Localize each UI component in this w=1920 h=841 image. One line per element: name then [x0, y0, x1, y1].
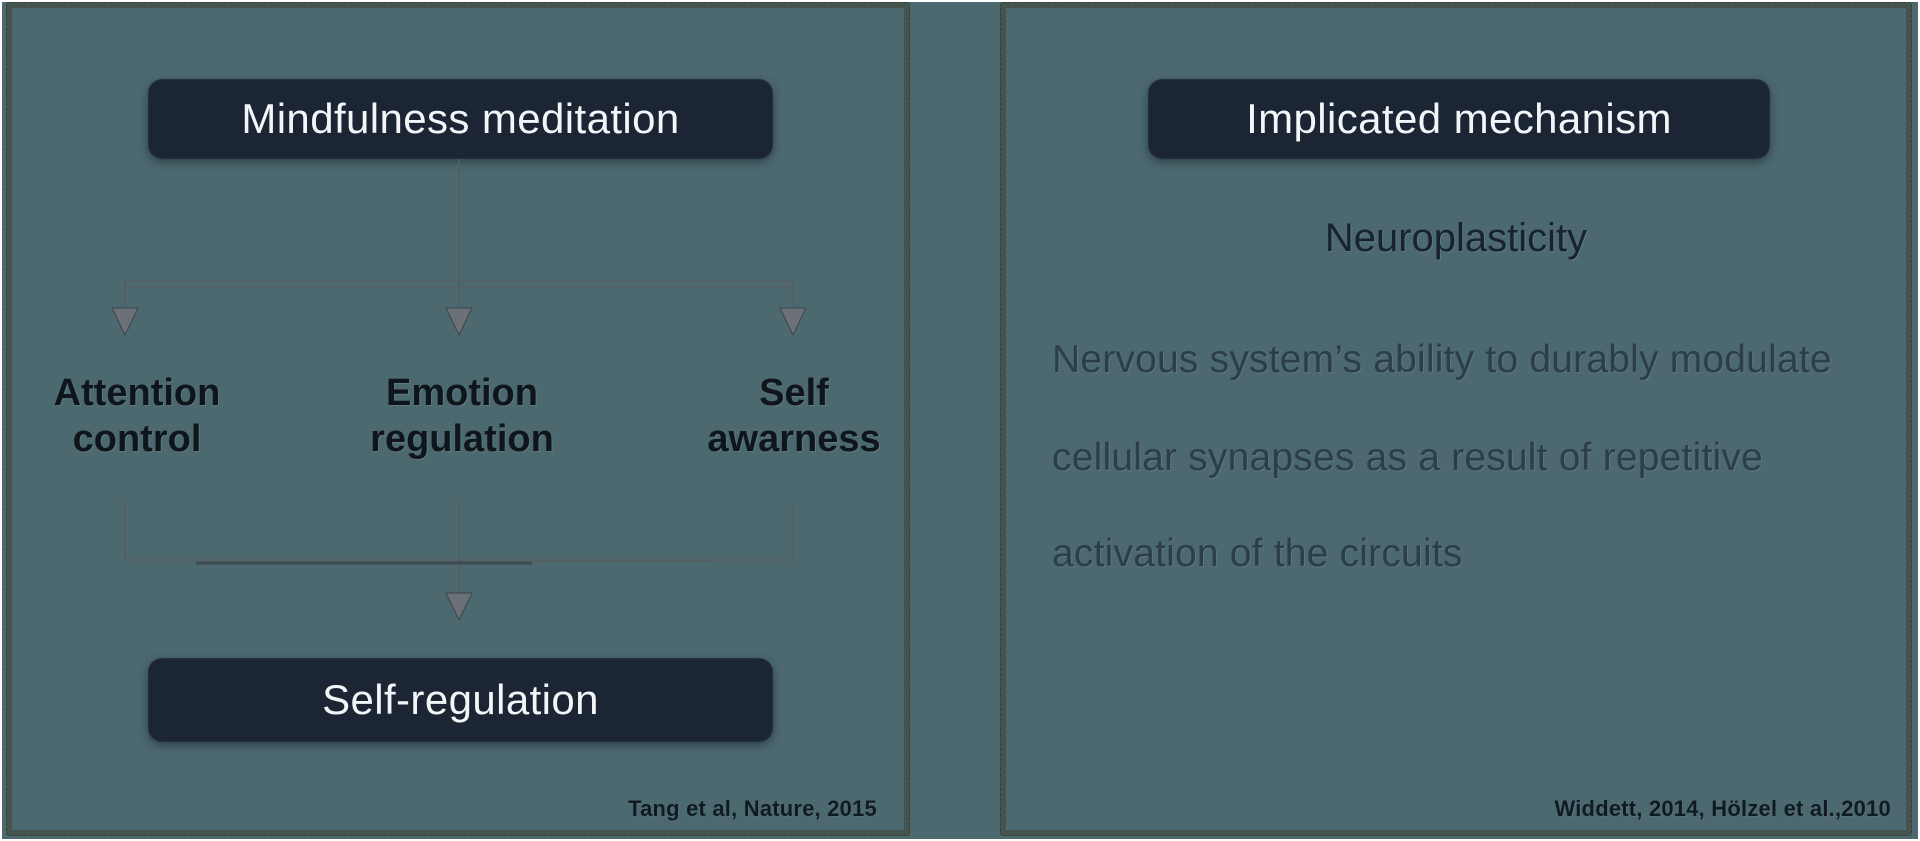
arrow-down-icon	[111, 307, 139, 337]
left-citation: Tang et al, Nature, 2015	[628, 796, 877, 821]
branch-label-line: Emotion	[386, 372, 538, 414]
implicated-mechanism-label: Implicated mechanism	[1246, 95, 1672, 142]
branch-emotion-regulation: Emotion regulation	[312, 370, 612, 462]
arrow-down-icon	[779, 307, 807, 337]
self-regulation-node: Self-regulation	[148, 658, 773, 742]
left-panel: Mindfulness meditation Attention control	[6, 2, 910, 836]
implicated-mechanism-node: Implicated mechanism	[1148, 79, 1770, 159]
branch-self-awareness: Self awarness	[644, 370, 944, 462]
neuroplasticity-heading: Neuroplasticity	[1324, 216, 1588, 260]
branch-label-line: regulation	[370, 418, 554, 460]
arrow-down-icon	[445, 307, 473, 337]
branch-attention-control: Attention control	[0, 370, 287, 462]
branch-label-line: awarness	[707, 418, 881, 460]
right-citation: Widdett, 2014, Hölzel et al.,2010	[1554, 796, 1891, 821]
description-line: cellular synapses as a result of repetit…	[1052, 436, 1763, 479]
description-line: Nervous system’s ability to durably modu…	[1052, 338, 1832, 381]
branch-label-line: Attention	[53, 372, 221, 414]
mindfulness-meditation-label: Mindfulness meditation	[241, 95, 680, 142]
self-regulation-label: Self-regulation	[322, 676, 599, 723]
right-panel: Implicated mechanism Neuroplasticity Ner…	[1000, 2, 1912, 836]
branch-label-line: Self	[759, 372, 829, 414]
description-line: activation of the circuits	[1052, 532, 1463, 575]
arrow-down-icon	[445, 592, 473, 622]
mindfulness-meditation-node: Mindfulness meditation	[148, 79, 773, 159]
branch-label-line: control	[72, 418, 202, 460]
